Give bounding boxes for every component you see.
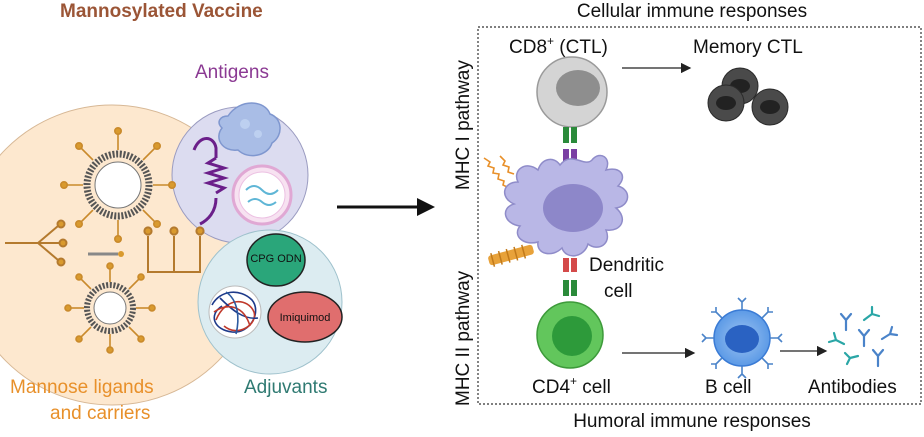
cd8-label: CD8+ (CTL) — [509, 34, 608, 58]
mhc1-receptor-icon — [563, 127, 577, 163]
antigens-label: Antigens — [195, 62, 269, 83]
mhc1-label: MHC I pathway — [453, 60, 474, 190]
receptor-icon — [488, 244, 534, 267]
mannose-ligand-icon — [143, 226, 205, 273]
cpg-odn-label: CPG ODN — [250, 253, 301, 265]
dendritic-cell-icon — [504, 154, 629, 257]
cd4-superscript: + — [570, 374, 577, 388]
mhc2-receptor-icon — [563, 258, 577, 296]
liposome-icon — [64, 262, 156, 354]
cpg-odn-icon — [246, 233, 306, 287]
dendritic-label: Dendritic — [589, 255, 664, 276]
cd8-name: CD8 — [509, 37, 547, 58]
cd8-superscript: + — [547, 34, 554, 48]
carriers-label: Mannose ligands — [10, 377, 154, 398]
cd8-cell-icon — [536, 56, 608, 128]
linker-icon — [88, 251, 124, 257]
peptide-icon — [192, 137, 230, 226]
mannose-ligand-icon — [5, 219, 68, 267]
carriers-label-line2: and carriers — [50, 403, 150, 424]
immune-frame — [477, 26, 922, 405]
antigen-filament-icon — [483, 155, 515, 189]
imiquimod-icon — [267, 291, 343, 343]
mhc2-label: MHC II pathway — [453, 270, 474, 406]
cd8-suffix: (CTL) — [554, 37, 608, 58]
cd4-cell-icon — [536, 301, 604, 369]
b-cell-icon — [701, 297, 783, 379]
memory-ctl-label: Memory CTL — [693, 37, 803, 58]
imiquimod-label: Imiquimod — [280, 312, 331, 324]
antibody-icon — [827, 305, 899, 368]
dna-tangle-icon — [208, 285, 262, 339]
vaccine-title: Mannosylated Vaccine — [60, 1, 263, 22]
liposome-icon — [59, 126, 176, 243]
cd4-label: CD4+ cell — [532, 374, 611, 398]
memory-ctl-icon — [707, 67, 789, 126]
adjuvants-label: Adjuvants — [244, 377, 327, 398]
cd4-suffix: cell — [577, 377, 611, 398]
vesicle-icon — [231, 164, 293, 226]
b-cell-label: B cell — [705, 377, 751, 398]
cellular-title: Cellular immune responses — [577, 1, 807, 22]
antibodies-label: Antibodies — [808, 377, 897, 398]
dendritic-label-line2: cell — [604, 281, 633, 302]
cd4-name: CD4 — [532, 377, 570, 398]
protein-icon — [218, 102, 281, 157]
humoral-title: Humoral immune responses — [573, 411, 811, 432]
